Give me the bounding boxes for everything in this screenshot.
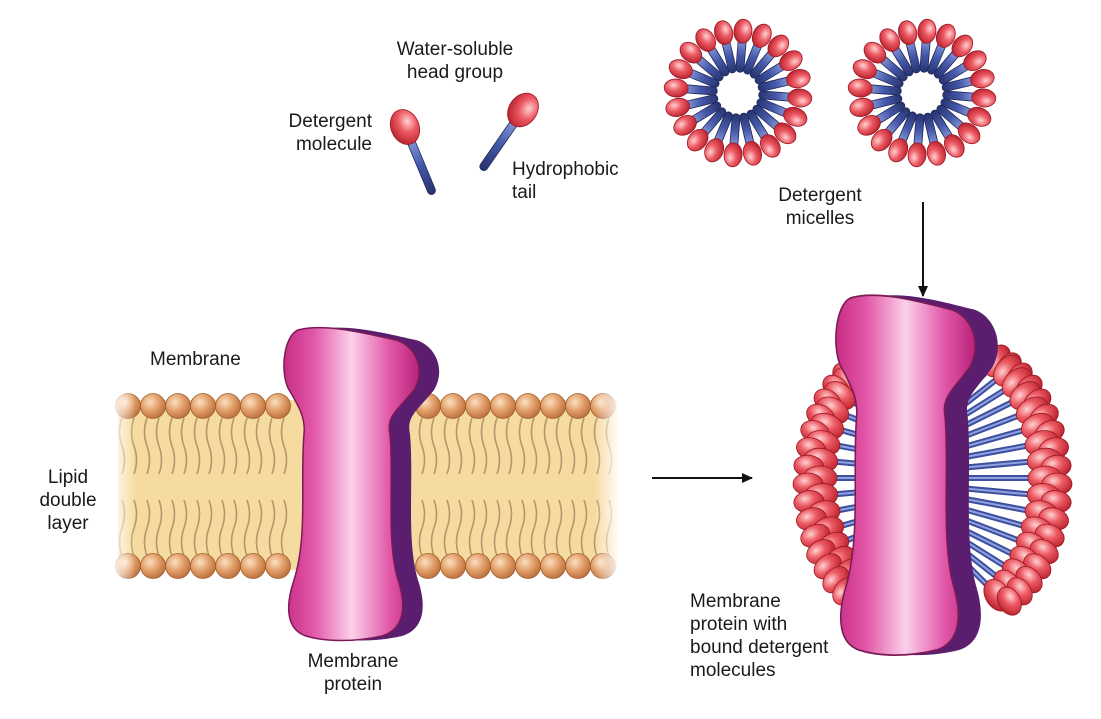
micelle-detergent bbox=[933, 34, 974, 79]
micelle-detergent bbox=[739, 112, 762, 166]
micelle-detergent bbox=[927, 23, 956, 75]
lipid-head bbox=[240, 393, 266, 419]
bound-detergent bbox=[996, 586, 1022, 616]
lipid-head bbox=[565, 393, 591, 419]
micelle-detergent bbox=[852, 59, 904, 88]
protein-with-detergent-label: Membrane protein with bound detergent mo… bbox=[690, 591, 829, 681]
micelle-detergent bbox=[849, 94, 903, 117]
lipid-head bbox=[465, 393, 491, 419]
lipid-head bbox=[140, 393, 166, 419]
micelle-detergent bbox=[930, 109, 965, 158]
detergent-micelles-label: Detergent micelles bbox=[778, 185, 862, 229]
lipid-head bbox=[440, 553, 466, 579]
micelle-detergent bbox=[673, 101, 722, 136]
lipid-head bbox=[490, 553, 516, 579]
membrane-protein-label: Membrane protein bbox=[307, 651, 399, 695]
detergent-molecule-label: Detergent molecule bbox=[288, 111, 372, 155]
micelle-1 bbox=[663, 18, 813, 168]
detergent-molecule-1 bbox=[389, 109, 436, 195]
detergent-molecule-2 bbox=[479, 92, 539, 171]
lipid-head bbox=[540, 393, 566, 419]
lipid-head bbox=[115, 553, 141, 579]
lipid-head bbox=[265, 553, 291, 579]
lipid-head bbox=[165, 553, 191, 579]
micelle-detergent bbox=[758, 88, 813, 108]
lipid-head bbox=[540, 553, 566, 579]
micelle-detergent bbox=[723, 113, 743, 168]
micelle-detergent bbox=[749, 34, 790, 79]
micelle-detergent bbox=[668, 59, 720, 88]
micelle-detergent bbox=[757, 69, 811, 92]
lipid-head bbox=[465, 553, 491, 579]
micelle-2 bbox=[847, 18, 997, 168]
micelle-detergent bbox=[923, 112, 946, 166]
lipid-head bbox=[240, 553, 266, 579]
lipid-head bbox=[190, 553, 216, 579]
lipid-head bbox=[265, 393, 291, 419]
lipid-head bbox=[165, 393, 191, 419]
micelle-detergent bbox=[665, 94, 719, 117]
lipid-head bbox=[215, 393, 241, 419]
micelle-detergent bbox=[936, 104, 981, 145]
micelle-detergent bbox=[752, 104, 797, 145]
micelle-detergent bbox=[756, 98, 808, 127]
lipid-head bbox=[515, 393, 541, 419]
micelle-detergent bbox=[879, 28, 914, 77]
micelle-detergent bbox=[746, 109, 781, 158]
micelle-detergent bbox=[686, 107, 727, 152]
micelle-detergent bbox=[863, 41, 908, 82]
protein-detergent-complex bbox=[792, 294, 1073, 656]
micelle-detergent bbox=[847, 78, 902, 98]
micelle-detergent bbox=[898, 20, 921, 74]
micelle-detergent bbox=[704, 111, 733, 163]
micelle-detergent bbox=[870, 107, 911, 152]
micelle-detergent bbox=[714, 20, 737, 74]
lipid-head bbox=[140, 553, 166, 579]
micelle-detergent bbox=[679, 41, 724, 82]
micelle-detergent bbox=[907, 113, 927, 168]
micelle-detergent bbox=[754, 50, 803, 85]
lipid-head bbox=[415, 553, 441, 579]
lipid-head bbox=[215, 553, 241, 579]
micelle-detergent bbox=[941, 69, 995, 92]
lipid-head bbox=[565, 553, 591, 579]
micelle-detergent bbox=[695, 28, 730, 77]
micelle-detergent bbox=[917, 18, 937, 73]
micelle-detergent bbox=[857, 101, 906, 136]
hydrophobic-tail-label: Hydrophobic tail bbox=[512, 159, 619, 203]
micelle-detergent bbox=[942, 88, 997, 108]
lipid-head bbox=[590, 553, 616, 579]
micelle-detergent bbox=[938, 50, 987, 85]
micelle-detergent bbox=[663, 78, 718, 98]
micelle-detergent bbox=[888, 111, 917, 163]
lipid-head bbox=[440, 393, 466, 419]
micelle-detergent bbox=[940, 98, 992, 127]
membrane-label: Membrane bbox=[150, 349, 241, 370]
lipid-double-layer-label: Lipid double layer bbox=[39, 467, 97, 534]
head-group-label: Water-soluble head group bbox=[396, 39, 514, 83]
lipid-head bbox=[590, 393, 616, 419]
micelle-detergent bbox=[733, 18, 753, 73]
lipid-head bbox=[115, 393, 141, 419]
lipid-head bbox=[490, 393, 516, 419]
lipid-head bbox=[190, 393, 216, 419]
lipid-head bbox=[515, 553, 541, 579]
micelle-detergent bbox=[743, 23, 772, 75]
